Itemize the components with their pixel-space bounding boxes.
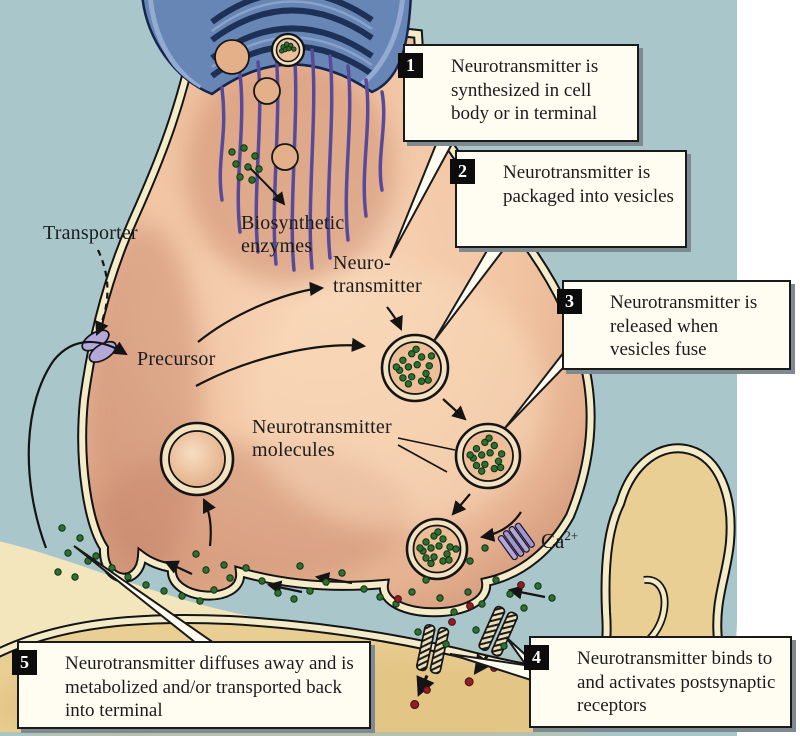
arrow-diffuse-2 bbox=[314, 572, 353, 587]
arrow-recycle-up bbox=[203, 498, 216, 547]
callout-step-4: 4 Neurotransmitter binds to and activate… bbox=[524, 636, 792, 728]
neurotransmitter-label: Neuro- transmitter bbox=[333, 252, 422, 297]
step-1-number: 1 bbox=[398, 53, 423, 78]
step-2-number: 2 bbox=[450, 159, 475, 184]
arrow-diffuse-1 bbox=[507, 585, 546, 600]
step-3-number: 3 bbox=[557, 289, 582, 314]
biosynthetic-enzymes-label: Biosynthetic enzymes bbox=[241, 212, 345, 257]
step-3-text: Neurotransmitter is released when vesicl… bbox=[610, 292, 758, 361]
step-5-number: 5 bbox=[12, 650, 37, 675]
arrow-calcium-trigger bbox=[479, 511, 522, 542]
callout-step-2: 2 Neurotransmitter is packaged into vesi… bbox=[450, 150, 687, 248]
arrow-transporter-pointer bbox=[95, 249, 109, 336]
transporter-label: Transporter bbox=[43, 222, 138, 244]
vesicle-packaged bbox=[380, 333, 450, 403]
step-5-text: Neurotransmitter diffuses away and is me… bbox=[65, 653, 354, 722]
neurotransmitter-molecules-label: Neurotransmitter molecules bbox=[252, 416, 392, 461]
leader-molecules-2 bbox=[397, 444, 448, 473]
vesicle-top-dotted bbox=[270, 32, 306, 68]
arrow-reuptake bbox=[27, 340, 128, 549]
precursor-label: Precursor bbox=[137, 348, 216, 370]
callout-step-3: 3 Neurotransmitter is released when vesi… bbox=[557, 280, 791, 370]
callout-step-1: 1 Neurotransmitter is synthesized in cel… bbox=[398, 44, 639, 142]
arrow-precursor-to-neurotransmitter bbox=[197, 281, 325, 343]
calcium-label: Ca2+ bbox=[541, 528, 579, 553]
step-4-number: 4 bbox=[524, 645, 549, 670]
process-arrows bbox=[27, 249, 546, 600]
vesicle-fusing bbox=[405, 517, 469, 581]
arrow-vesicle-to-fusion bbox=[451, 493, 471, 516]
step-4-text: Neurotransmitter binds to and activates … bbox=[577, 648, 776, 717]
calcium-channel bbox=[497, 522, 535, 561]
vesicle-transport bbox=[454, 422, 522, 490]
postsynaptic-receptor-2 bbox=[464, 605, 519, 687]
arrow-diffuse-3 bbox=[266, 580, 303, 595]
cleft-neurotransmitter-dots bbox=[54, 524, 556, 650]
tail-1 bbox=[389, 141, 455, 259]
postsynaptic-receptor-1 bbox=[410, 623, 450, 710]
tail-2 bbox=[433, 248, 507, 342]
arrow-diffuse-4 bbox=[164, 560, 193, 575]
arrow-vesicle-transport bbox=[442, 398, 467, 421]
step-2-text: Neurotransmitter is packaged into vesicl… bbox=[503, 162, 674, 207]
callout-tails bbox=[73, 141, 565, 682]
vesicle-empty bbox=[159, 421, 235, 497]
biosynthetic-enzyme-dots bbox=[228, 144, 263, 184]
step-1-text: Neurotransmitter is synthesized in cell … bbox=[451, 56, 599, 125]
arrow-label-to-vesicle bbox=[386, 306, 403, 331]
arrow-precursor-to-vesicle bbox=[195, 337, 367, 387]
leader-molecules bbox=[397, 437, 456, 451]
callout-step-5: 5 Neurotransmitter diffuses away and is … bbox=[12, 641, 371, 729]
enzyme-arrow bbox=[249, 167, 286, 206]
neck-vesicles bbox=[214, 32, 306, 206]
